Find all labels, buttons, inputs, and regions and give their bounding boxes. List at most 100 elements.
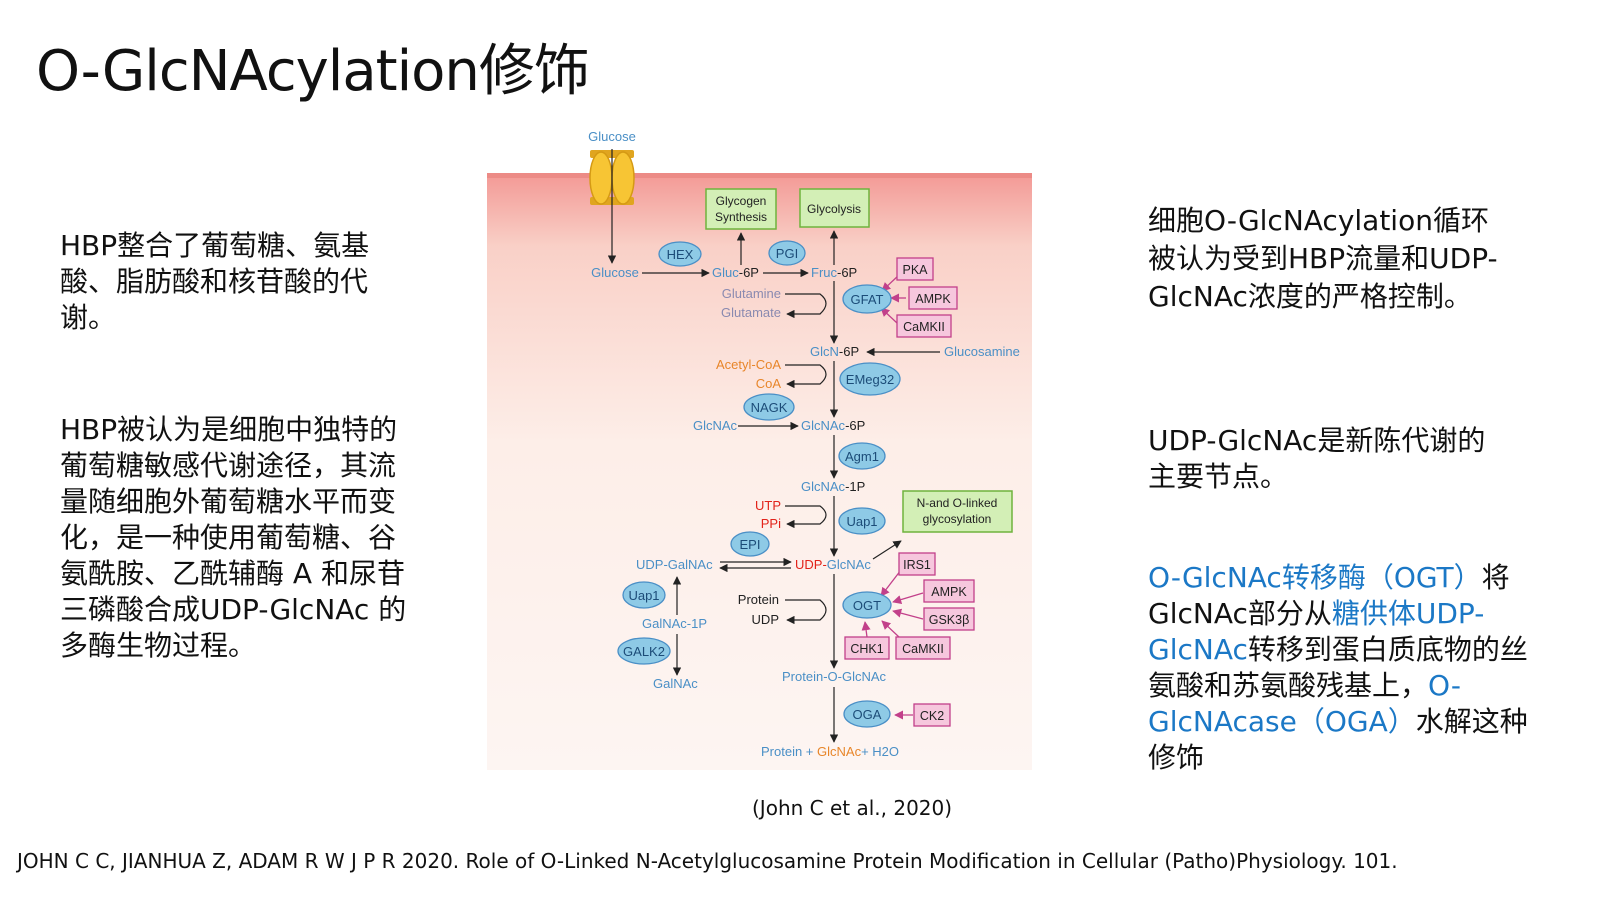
irs1-box: IRS1 bbox=[898, 552, 936, 576]
synthesis-label: Synthesis bbox=[715, 210, 767, 224]
arrow bbox=[872, 540, 902, 560]
n-o-linked-label: N-and O-linked bbox=[917, 496, 998, 510]
glcn-6p-label: GlcN-6P bbox=[810, 344, 859, 359]
gfat-enzyme: GFAT bbox=[842, 284, 892, 314]
text-segment: 转移到蛋白质底物的丝氨酸和苏氨酸残基上， bbox=[1148, 633, 1528, 702]
emeg32-enzyme: EMeg32 bbox=[839, 362, 901, 396]
hbp-pathway-diagram: Glucose Glucose Gluc-6P Fruc-6P Glutamin… bbox=[487, 129, 1032, 770]
glycolysis-box: Glycolysis bbox=[799, 188, 870, 228]
udp-glcnac-label: UDP-GlcNAc bbox=[795, 557, 871, 572]
galk2-enzyme: GALK2 bbox=[617, 637, 671, 665]
pka-box: PKA bbox=[896, 257, 934, 281]
galk2-label: GALK2 bbox=[623, 644, 665, 659]
uap1-enzyme: Uap1 bbox=[838, 507, 886, 535]
galnac-1p-label: GalNAc-1P bbox=[642, 616, 707, 631]
ppi-label: PPi bbox=[761, 516, 781, 531]
ck2-label: CK2 bbox=[920, 709, 944, 723]
camkii-box: CaMKII bbox=[896, 314, 952, 338]
text-segment: 将GlcNAc部分从 bbox=[1148, 561, 1510, 630]
camkii-label-2: CaMKII bbox=[902, 642, 944, 656]
pgi-enzyme: PGI bbox=[768, 240, 806, 266]
fruc-6p-label: Fruc-6P bbox=[811, 265, 857, 280]
irs1-label: IRS1 bbox=[903, 558, 931, 572]
ampk-box: AMPK bbox=[908, 286, 958, 310]
uap1-enzyme-2: Uap1 bbox=[622, 581, 666, 609]
glycogen-synthesis-box: Glycogen Synthesis bbox=[705, 188, 777, 230]
gsk3b-box: GSK3β bbox=[923, 607, 975, 631]
ampk-label-2: AMPK bbox=[931, 585, 967, 599]
gfat-label: GFAT bbox=[851, 292, 884, 307]
glucosamine-label: Glucosamine bbox=[944, 344, 1020, 359]
glutamate-label: Glutamate bbox=[721, 305, 781, 320]
udp-label: UDP bbox=[752, 612, 779, 627]
regulator-arrow bbox=[880, 569, 902, 597]
page-title: O-GlcNAcylation修饰 bbox=[36, 39, 590, 104]
galnac-label: GalNAc bbox=[653, 676, 698, 691]
regulator-arrow bbox=[892, 608, 924, 620]
glucose-extracellular-label: Glucose bbox=[588, 129, 636, 144]
chk1-label: CHK1 bbox=[850, 642, 883, 656]
hex-label: HEX bbox=[667, 247, 694, 262]
uap1-label: Uap1 bbox=[846, 514, 877, 529]
figure-caption: (John C et al., 2020) bbox=[752, 796, 953, 820]
glcnac-1p-label: GlcNAc-1P bbox=[801, 479, 865, 494]
gluc-6p-label: Gluc-6P bbox=[712, 265, 759, 280]
regulator-arrow bbox=[861, 621, 871, 638]
right-paragraph-1: 细胞O-GlcNAcylation循环被认为受到HBP流量和UDP-GlcNAc… bbox=[1148, 204, 1498, 313]
coa-label: CoA bbox=[756, 376, 782, 391]
ogt-enzyme: OGT bbox=[842, 591, 892, 619]
arrow bbox=[785, 364, 827, 389]
glycogen-label: Glycogen bbox=[716, 194, 767, 208]
donor-term: 糖供体UDP-GlcNAc bbox=[1148, 597, 1485, 666]
acetyl-coa-label: Acetyl-CoA bbox=[716, 357, 781, 372]
emeg32-label: EMeg32 bbox=[846, 372, 894, 387]
utp-label: UTP bbox=[755, 498, 781, 513]
text-segment: 水解这种修饰 bbox=[1148, 705, 1528, 774]
glycosylation-label: glycosylation bbox=[923, 512, 992, 526]
camkii-label: CaMKII bbox=[903, 320, 945, 334]
oga-label: OGA bbox=[853, 707, 882, 722]
right-paragraph-2: UDP-GlcNAc是新陈代谢的主要节点。 bbox=[1148, 424, 1486, 493]
glutamine-label: Glutamine bbox=[722, 286, 781, 301]
epi-enzyme: EPI bbox=[730, 531, 770, 557]
ampk-label: AMPK bbox=[915, 292, 951, 306]
pgi-label: PGI bbox=[776, 246, 798, 261]
protein-o-glcnac-label: Protein-O-GlcNAc bbox=[782, 669, 887, 684]
regulator-arrow bbox=[881, 274, 900, 292]
left-paragraph-2: HBP被认为是细胞中独特的葡萄糖敏感代谢途径，其流量随细胞外葡萄糖水平而变化，是… bbox=[60, 413, 407, 662]
reference-citation: JOHN C C, JIANHUA Z, ADAM R W J P R 2020… bbox=[17, 849, 1398, 873]
arrow bbox=[785, 505, 827, 529]
epi-label: EPI bbox=[740, 537, 761, 552]
pka-label: PKA bbox=[902, 263, 928, 277]
camkii-box-2: CaMKII bbox=[895, 636, 951, 660]
regulator-arrow bbox=[880, 307, 898, 324]
oga-enzyme: OGA bbox=[843, 700, 891, 728]
ampk-box-2: AMPK bbox=[923, 579, 975, 603]
udp-galnac-label: UDP-GalNAc bbox=[636, 557, 713, 572]
ogt-label: OGT bbox=[853, 598, 881, 613]
gsk3b-label: GSK3β bbox=[929, 613, 970, 627]
regulator-arrow bbox=[892, 592, 924, 605]
nagk-enzyme: NAGK bbox=[743, 393, 795, 421]
uap1-label-2: Uap1 bbox=[628, 588, 659, 603]
right-paragraph-3: O-GlcNAc转移酶（OGT）将GlcNAc部分从糖供体UDP-GlcNAc转… bbox=[1148, 560, 1548, 776]
ck2-box: CK2 bbox=[913, 703, 951, 727]
agm1-label: Agm1 bbox=[845, 449, 879, 464]
arrow bbox=[785, 599, 827, 625]
glycosylation-box: N-and O-linked glycosylation bbox=[902, 490, 1013, 533]
glycolysis-label: Glycolysis bbox=[807, 202, 861, 216]
regulator-arrow bbox=[881, 620, 900, 638]
cell-membrane bbox=[487, 173, 1032, 178]
oga-term: O-GlcNAcase（OGA） bbox=[1148, 669, 1461, 738]
protein-label: Protein bbox=[738, 592, 779, 607]
cell-background bbox=[487, 175, 1032, 770]
arrow bbox=[785, 293, 827, 319]
agm1-enzyme: Agm1 bbox=[838, 442, 886, 470]
ogt-term: O-GlcNAc转移酶（OGT） bbox=[1148, 561, 1482, 594]
nagk-label: NAGK bbox=[751, 400, 788, 415]
left-paragraph-1: HBP整合了葡萄糖、氨基酸、脂肪酸和核苷酸的代谢。 bbox=[60, 229, 370, 334]
hex-enzyme: HEX bbox=[658, 241, 702, 267]
glucose-label: Glucose bbox=[591, 265, 639, 280]
glcnac-label: GlcNAc bbox=[693, 418, 738, 433]
glcnac-6p-label: GlcNAc-6P bbox=[801, 418, 865, 433]
